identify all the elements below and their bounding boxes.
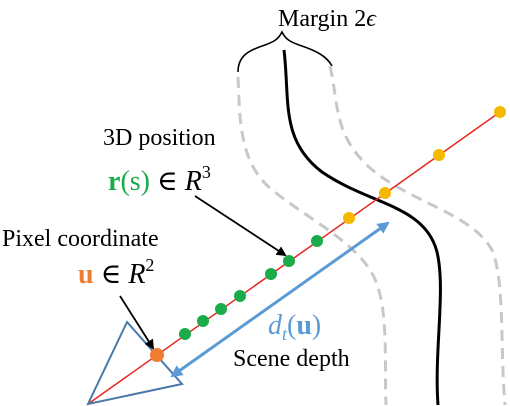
- sample-point-inside-2: [197, 315, 209, 327]
- depth-title: Scene depth: [233, 346, 350, 372]
- sample-point-outside-3: [433, 149, 445, 161]
- margin-label-text: Margin 2: [278, 6, 366, 32]
- position-space: R: [184, 166, 202, 197]
- double-headed-arrow-icon: [170, 221, 390, 378]
- depth-open: (: [287, 310, 296, 341]
- sample-point-inside-6: [283, 255, 295, 267]
- pixel-space: R: [127, 259, 145, 290]
- depth-close: ): [312, 310, 321, 341]
- pixel-var: u: [78, 259, 94, 290]
- sample-point-inside-1: [179, 328, 191, 340]
- position-arg: (s): [120, 166, 150, 197]
- margin-brace: [237, 30, 333, 73]
- pixel-point: [150, 348, 164, 362]
- surface-curve: [282, 49, 442, 406]
- depth-arg: u: [296, 310, 312, 341]
- depth-sub: t: [282, 324, 288, 344]
- sample-point-outside-2: [379, 187, 391, 199]
- position-formula: r(s) ∈ R3: [108, 162, 211, 197]
- pixel-title: Pixel coordinate: [2, 226, 159, 252]
- sample-point-inside-5: [265, 268, 277, 280]
- position-in: ∈: [150, 166, 185, 197]
- camera-frustum-triangle-icon: [86, 320, 184, 406]
- depth-formula: dt(u): [268, 310, 321, 344]
- margin-label: Margin 2ϵ: [278, 6, 377, 32]
- sample-point-inside-7: [311, 235, 323, 247]
- depth-var: d: [268, 310, 283, 341]
- pixel-in: ∈: [94, 259, 129, 290]
- position-exp: 3: [202, 162, 211, 182]
- sample-point-inside-4: [234, 290, 246, 302]
- sample-point-inside-3: [215, 303, 227, 315]
- margin-boundary-outer: [328, 65, 507, 406]
- pixel-formula: u ∈ R2: [78, 255, 154, 290]
- sample-point-outside-1: [343, 212, 355, 224]
- position-title: 3D position: [103, 125, 216, 151]
- position-pointer-arrow: [194, 195, 287, 257]
- margin-label-symbol: ϵ: [366, 6, 377, 32]
- sample-point-outside-4: [494, 106, 506, 118]
- pixel-pointer-arrow: [119, 295, 155, 350]
- position-var: r: [108, 166, 120, 197]
- pixel-exp: 2: [145, 255, 154, 275]
